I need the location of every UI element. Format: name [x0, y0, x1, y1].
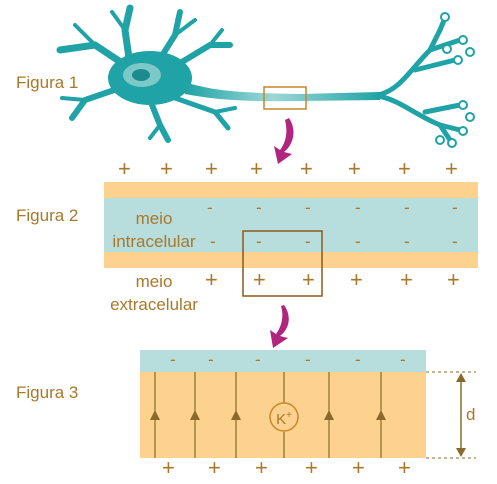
- minus-sign: -: [256, 232, 262, 251]
- ion-label: K+: [276, 410, 292, 428]
- plus-sign: +: [445, 156, 458, 181]
- plus-sign: +: [160, 156, 173, 181]
- minus-sign: -: [355, 350, 361, 369]
- minus-sign: -: [305, 350, 311, 369]
- figure-1-label: Figura 1: [16, 73, 79, 92]
- minus-sign: -: [305, 232, 311, 251]
- minus-sign: -: [400, 350, 406, 369]
- zoom-arrow-2: [270, 305, 289, 348]
- synaptic-terminals: [435, 12, 475, 148]
- plus-sign: +: [118, 156, 131, 181]
- minus-sign: -: [452, 198, 458, 217]
- capacitor: [140, 350, 476, 459]
- plus-sign: +: [162, 455, 175, 480]
- plus-sign: +: [302, 267, 315, 292]
- plus-sign: +: [253, 267, 266, 292]
- minus-sign: -: [255, 350, 261, 369]
- membrane-zoom-box: [242, 230, 323, 297]
- zoom-arrow-1: [274, 118, 294, 164]
- minus-sign: -: [355, 198, 361, 217]
- membrane: [104, 182, 478, 297]
- plus-sign: +: [350, 267, 363, 292]
- plus-sign: +: [398, 455, 411, 480]
- axon: [185, 82, 380, 102]
- potassium-ion: [269, 402, 299, 432]
- plus-sign: +: [208, 455, 221, 480]
- minus-sign: -: [452, 232, 458, 251]
- minus-sign: -: [355, 232, 361, 251]
- plus-sign: +: [348, 156, 361, 181]
- distance-label: d: [466, 405, 476, 424]
- plus-sign: +: [447, 267, 460, 292]
- minus-sign: -: [207, 198, 213, 217]
- intracellular-label-1: meio: [135, 209, 173, 228]
- minus-sign: -: [210, 232, 216, 251]
- plus-sign: +: [205, 267, 218, 292]
- figure-2-label: Figura 2: [16, 206, 79, 225]
- plus-sign: +: [398, 156, 411, 181]
- minus-sign: -: [208, 350, 214, 369]
- figure-3-label: Figura 3: [16, 383, 79, 402]
- plus-sign: +: [352, 455, 365, 480]
- minus-sign: -: [305, 198, 311, 217]
- intracellular-label-2: intracelular: [112, 232, 196, 251]
- minus-sign: -: [256, 198, 262, 217]
- neuron: [56, 4, 475, 148]
- axon-zoom-box: [263, 86, 307, 110]
- extracellular-label-2: extracelular: [110, 295, 198, 314]
- minus-sign: -: [404, 232, 410, 251]
- extracellular-label-1: meio: [135, 272, 173, 291]
- minus-sign: -: [170, 350, 176, 369]
- plus-sign: +: [300, 156, 313, 181]
- plus-sign: +: [205, 156, 218, 181]
- minus-sign: -: [404, 198, 410, 217]
- plus-sign: +: [250, 156, 263, 181]
- plus-sign: +: [400, 267, 413, 292]
- plus-sign: +: [305, 455, 318, 480]
- plus-sign: +: [255, 455, 268, 480]
